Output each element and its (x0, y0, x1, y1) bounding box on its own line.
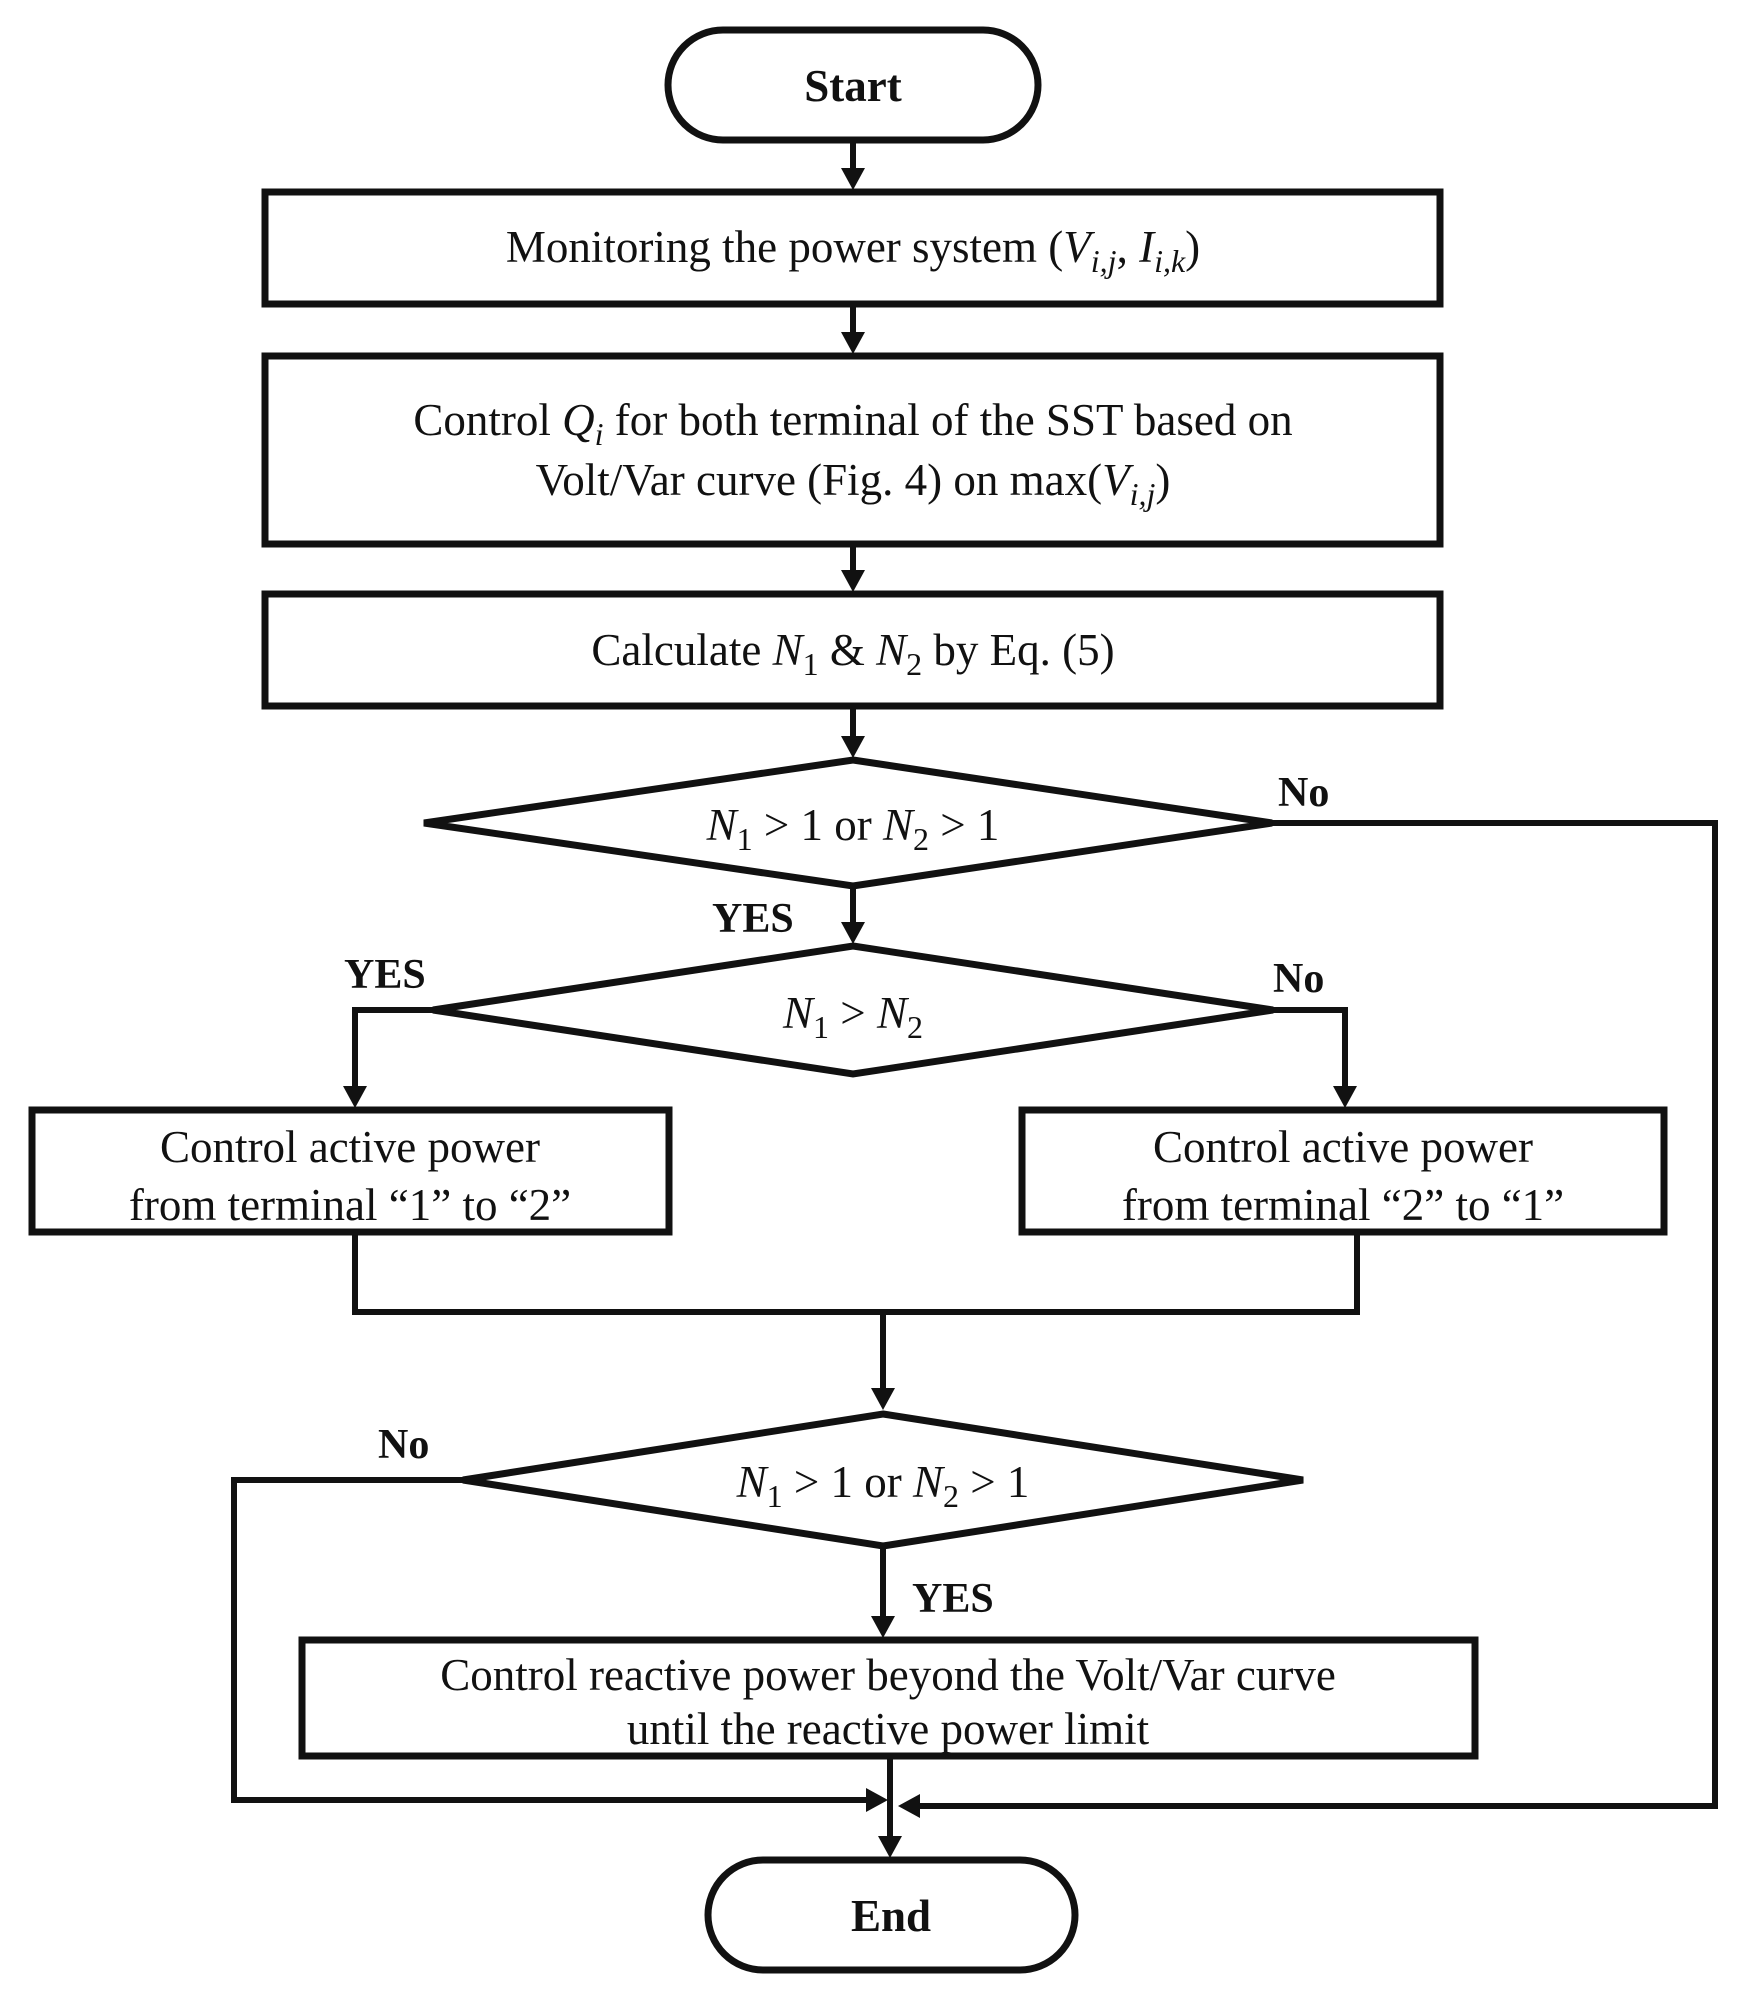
decision-3-yes-label: YES (912, 1576, 994, 1622)
decision-3-label: N1 > 1 or N2 > 1 (736, 1457, 1030, 1514)
decision-1-diamond (423, 756, 1273, 890)
decision-1-yes-label: YES (712, 896, 794, 942)
reactive-line1: Control reactive power beyond the Volt/V… (440, 1650, 1336, 1700)
control-q-process: Control Qi for both terminal of the SST … (261, 352, 1444, 548)
decision-2-diamond (432, 942, 1274, 1078)
active-2-to-1-line1: Control active power (1153, 1122, 1533, 1172)
arrowhead (343, 1086, 367, 1108)
active-1-to-2-line1: Control active power (160, 1122, 540, 1172)
start-label: Start (804, 61, 901, 111)
monitor-process: Monitoring the power system (Vi,j, Ii,k) (261, 188, 1444, 308)
decision-1-no-label: No (1278, 770, 1329, 816)
control-q-line2: Volt/Var curve (Fig. 4) on max(Vi,j) (536, 455, 1171, 512)
decision-3: N1 > 1 or N2 > 1 (462, 1410, 1304, 1550)
control-q-line1: Control Qi for both terminal of the SST … (413, 395, 1292, 452)
edge-labels: No YES YES No No YES (344, 770, 1329, 1622)
reactive-line2: until the reactive power limit (627, 1704, 1150, 1754)
arrowhead (871, 1616, 895, 1638)
decision-1: N1 > 1 or N2 > 1 (423, 756, 1273, 890)
active-2-to-1-process: Control active power from terminal “2” t… (1018, 1106, 1668, 1236)
edge-left-merge (352, 1234, 1360, 1315)
edge-decision2-yes (352, 1007, 433, 1090)
arrowhead (841, 736, 865, 758)
decision-2: N1 > N2 (432, 942, 1274, 1078)
active-1-to-2-line2: from terminal “1” to “2” (129, 1180, 571, 1230)
end-terminator (704, 1856, 1079, 1974)
reactive-process: Control reactive power beyond the Volt/V… (298, 1636, 1479, 1760)
decision-2-label: N1 > N2 (782, 988, 923, 1045)
edge-decision1-no (920, 820, 1718, 1809)
control-q-box (261, 352, 1444, 548)
arrowhead (878, 1836, 902, 1858)
decision-3-diamond (462, 1410, 1304, 1550)
decision-3-no-label: No (378, 1422, 429, 1468)
arrowhead (898, 1794, 920, 1818)
edge-decision2-no (1273, 1007, 1348, 1090)
arrowhead (841, 332, 865, 354)
arrowhead (841, 570, 865, 592)
monitor-box (261, 188, 1444, 308)
arrowhead (841, 922, 865, 944)
calculate-label: Calculate N1 & N2 by Eq. (5) (591, 625, 1114, 682)
reactive-box (298, 1636, 1479, 1760)
active-2-to-1-line2: from terminal “2” to “1” (1122, 1180, 1564, 1230)
active-2-to-1-box (1018, 1106, 1668, 1236)
calculate-box (261, 590, 1444, 710)
end-node: End (704, 1856, 1079, 1974)
start-node: Start (664, 26, 1042, 144)
connectors (231, 142, 1718, 1858)
start-terminator (664, 26, 1042, 144)
decision-2-no-label: No (1273, 956, 1324, 1002)
decision-2-yes-label: YES (344, 952, 426, 998)
arrowhead (841, 168, 865, 190)
edge-decision3-no (231, 1477, 866, 1803)
active-1-to-2-box (28, 1106, 673, 1236)
arrowhead (866, 1788, 888, 1812)
end-label: End (851, 1891, 931, 1941)
decision-1-label: N1 > 1 or N2 > 1 (706, 800, 1000, 857)
active-1-to-2-process: Control active power from terminal “1” t… (28, 1106, 673, 1236)
arrowhead (871, 1388, 895, 1410)
calculate-process: Calculate N1 & N2 by Eq. (5) (261, 590, 1444, 710)
monitor-label: Monitoring the power system (Vi,j, Ii,k) (506, 222, 1200, 279)
arrowhead (1333, 1086, 1357, 1108)
